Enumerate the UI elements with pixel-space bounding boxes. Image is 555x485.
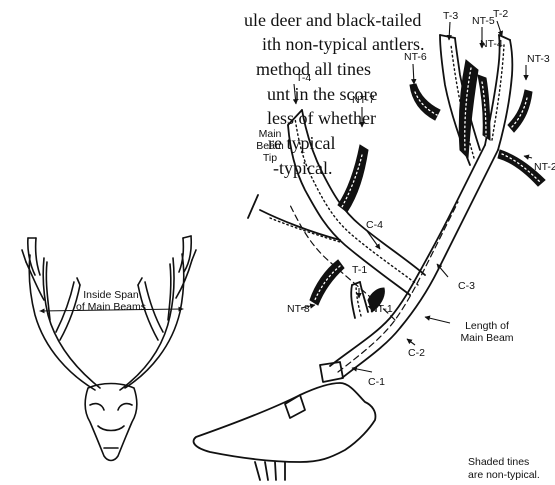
nt-7-tine [338, 145, 368, 212]
tine-label-t1: T-1 [352, 264, 367, 276]
main-beam-tip-label: Main Beam Tip [252, 128, 288, 164]
tine-label-nt1: NT-1 [370, 303, 393, 315]
nt-3-tine [508, 90, 532, 132]
front-view-skull [22, 236, 196, 461]
tine-label-nt3: NT-3 [527, 53, 550, 65]
tine-label-nt4: NT-4 [480, 38, 503, 50]
tine-label-nt5: NT-5 [472, 15, 495, 27]
tine-label-nt2: NT-2 [534, 161, 555, 173]
tine-label-c1: C-1 [368, 376, 385, 388]
length-of-main-beam-label: Length of Main Beam [456, 320, 518, 344]
nt-4-tine [478, 75, 490, 140]
tine-label-nt7: NT-7 [352, 94, 375, 106]
tine-label-nt6: NT-6 [404, 51, 427, 63]
tine-label-t4: T-4 [296, 72, 311, 84]
inside-span-label: Inside Span of Main Beams [72, 289, 150, 313]
tine-label-t2: T-2 [493, 8, 508, 20]
tine-label-nt8: NT-8 [287, 303, 310, 315]
tine-label-c2: C-2 [408, 347, 425, 359]
shaded-tines-note: Shaded tines are non-typical. [468, 456, 540, 482]
tine-label-c3: C-3 [458, 280, 475, 292]
tine-label-t3: T-3 [443, 10, 458, 22]
tine-label-c4: C-4 [366, 219, 383, 231]
nt-5-tine [459, 60, 478, 158]
